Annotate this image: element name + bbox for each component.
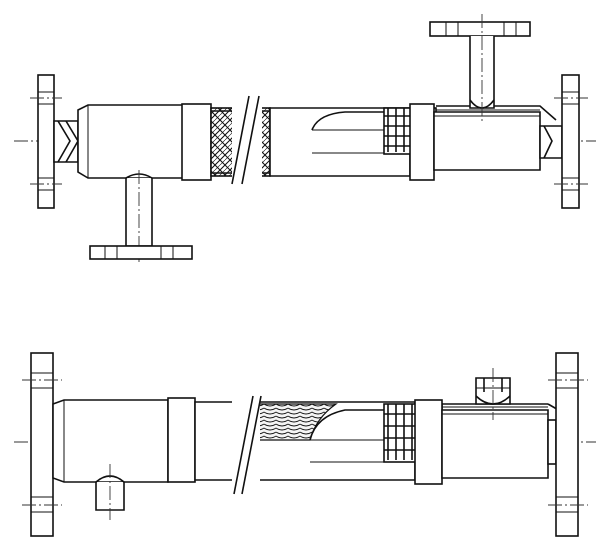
upper-bottom-branch [89,170,193,262]
lower-top-nozzle [475,368,511,420]
upper-right-end [539,74,588,209]
upper-left-pipe [77,104,186,179]
upper-collar-left [181,103,212,181]
lower-collar-right [414,399,443,485]
upper-view [14,14,596,262]
upper-right-sleeve [433,105,557,171]
upper-top-branch [429,14,531,124]
upper-left-neck [53,120,79,163]
lower-right-sleeve [441,403,563,479]
upper-right-pipe [269,107,411,177]
lower-braided-hose [254,403,415,463]
lower-left-pipe [52,399,169,483]
lower-bottom-nozzle [95,464,125,520]
lower-left-flange [22,352,62,537]
lower-collar-left [167,397,196,483]
lower-break-mark [232,395,262,496]
lower-right-flange [547,352,588,537]
upper-break-mark [231,95,262,186]
lower-view [14,352,596,537]
upper-collar-right [409,103,435,181]
